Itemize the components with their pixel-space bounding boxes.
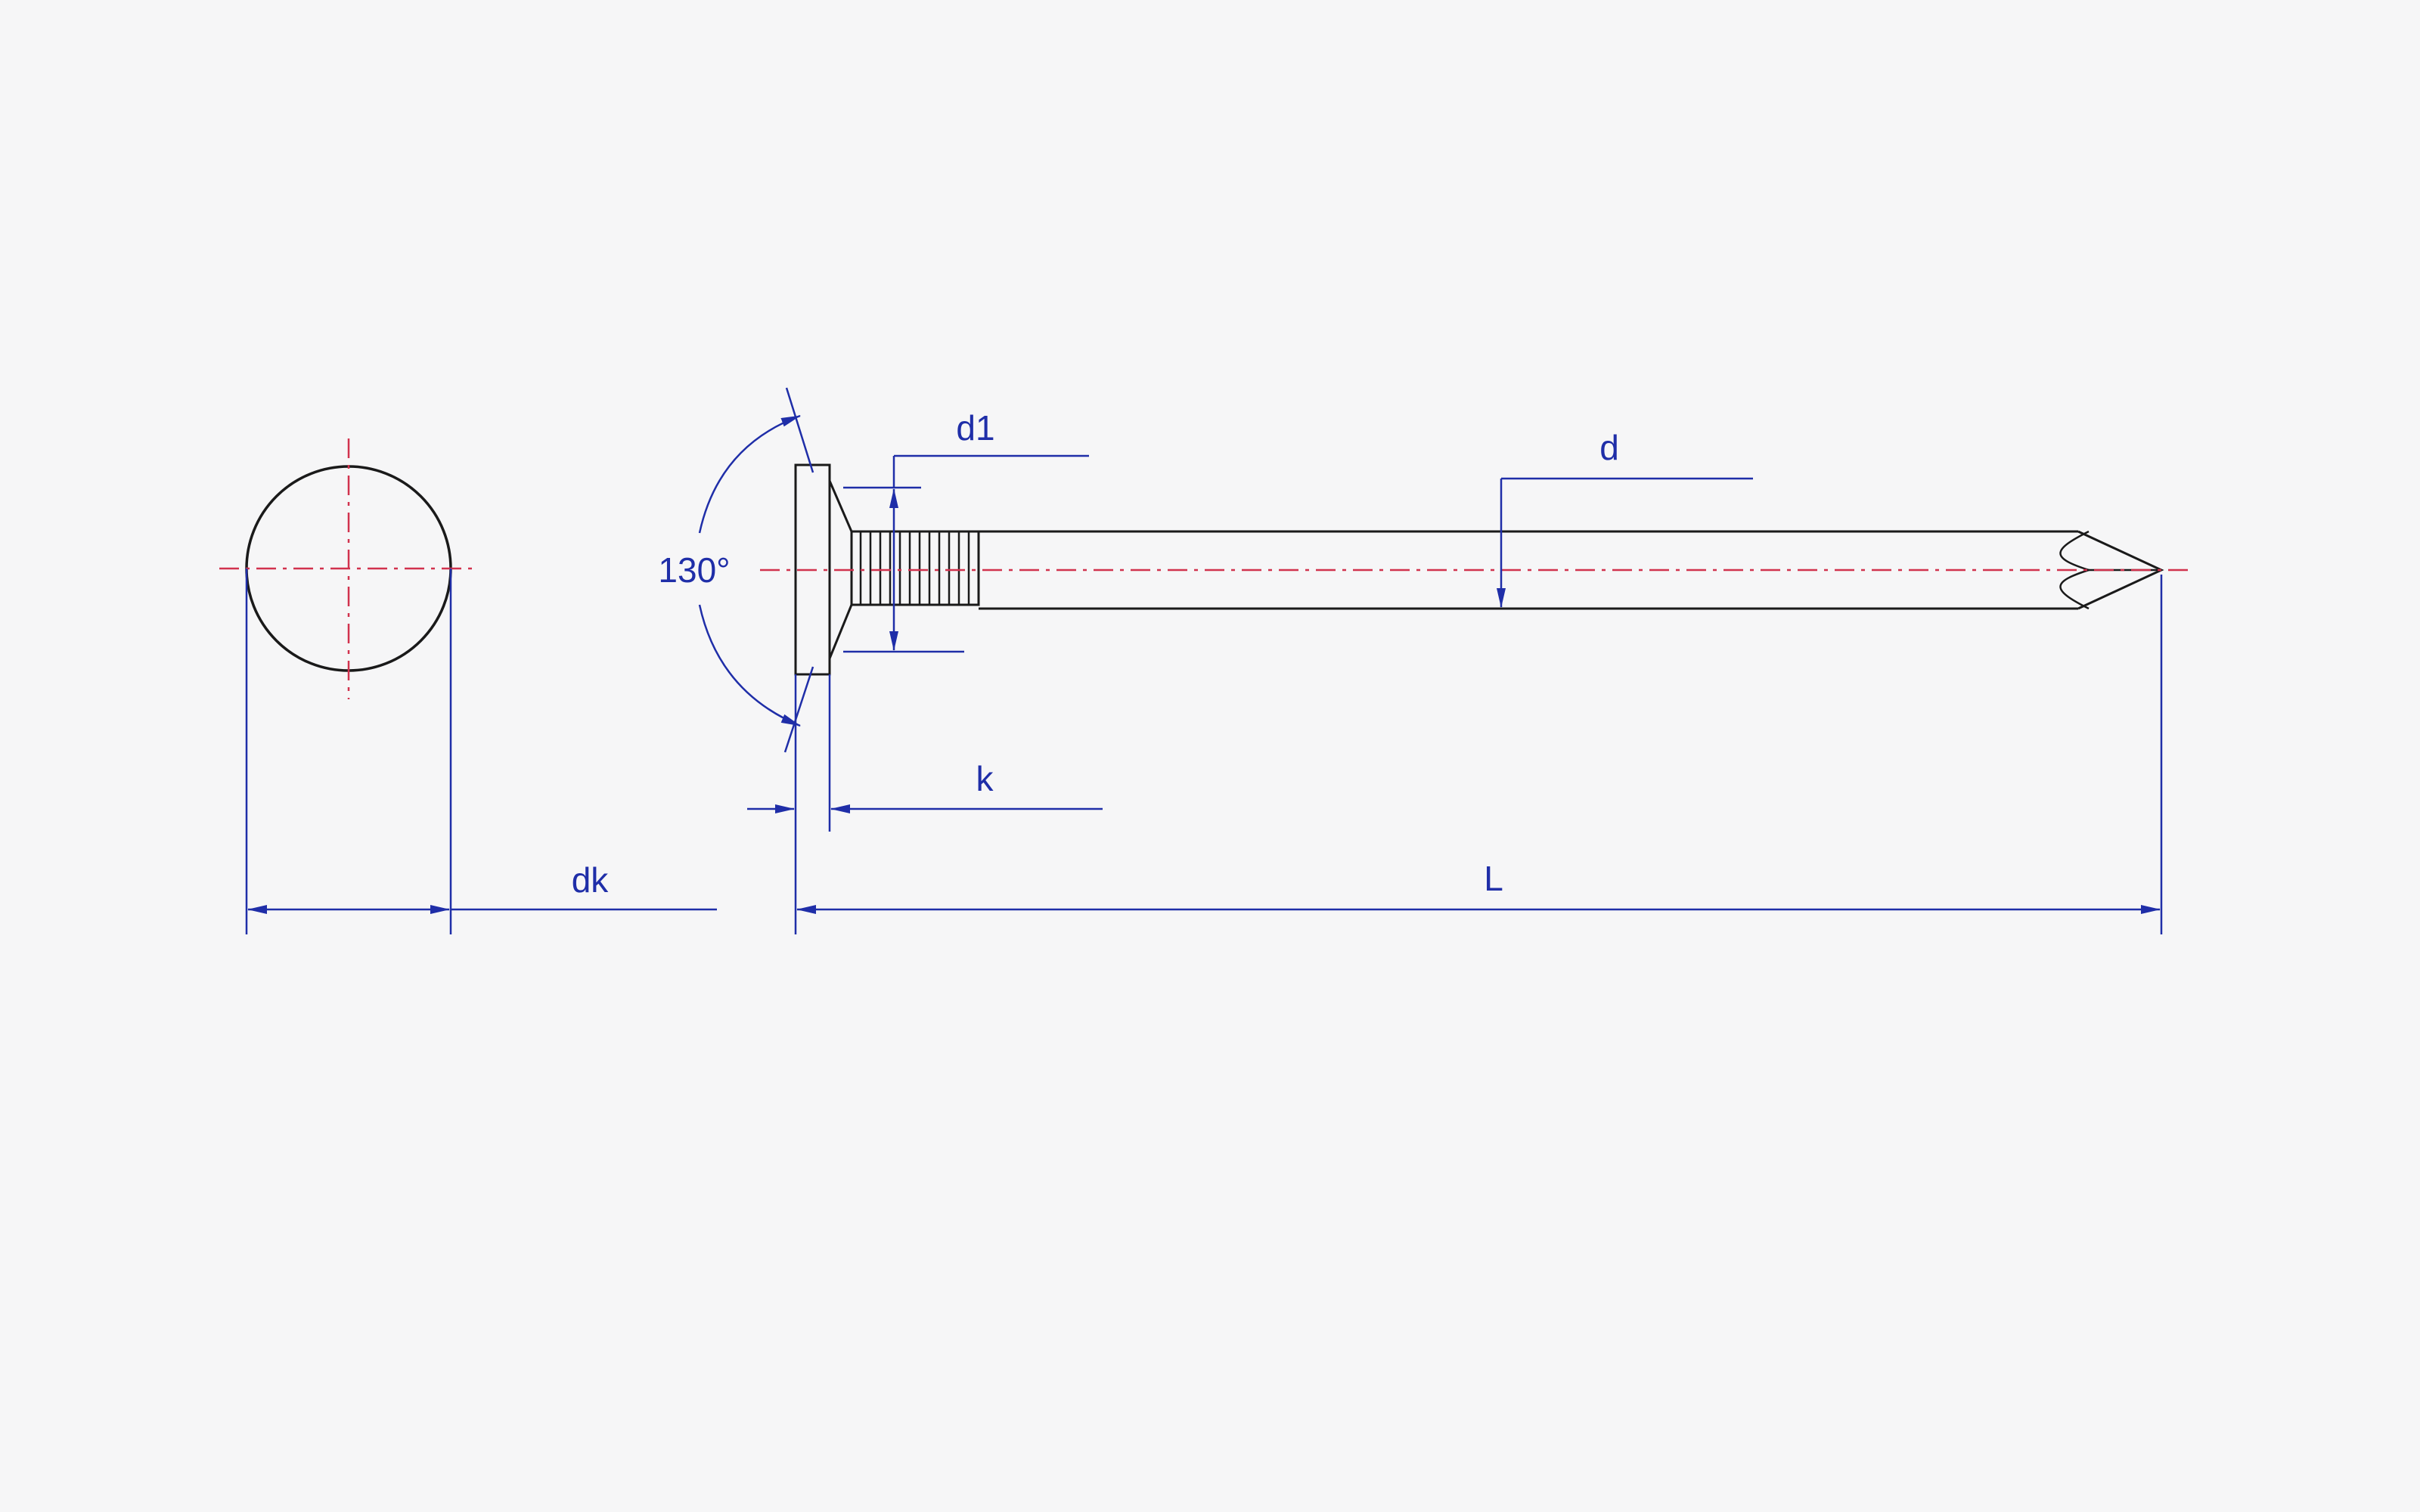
- ring-shank-section: [850, 530, 980, 606]
- dk-label: dk: [572, 860, 610, 900]
- d-label: d: [1599, 428, 1619, 467]
- nail-head: [794, 463, 831, 676]
- k-dimension: k: [747, 674, 1103, 934]
- k-label: k: [976, 759, 994, 798]
- d-dimension: d: [1497, 428, 1753, 608]
- angle-extension-top: [785, 387, 814, 473]
- nail-side-view: [794, 463, 2164, 676]
- d1-dimension: d1: [843, 408, 1089, 653]
- angle-dimension: 130°: [658, 387, 814, 753]
- dk-dimension: dk: [245, 569, 717, 934]
- angle-label: 130°: [658, 550, 730, 590]
- d1-label: d1: [956, 408, 994, 448]
- L-label: L: [1484, 859, 1503, 898]
- angle-extension-bottom: [783, 666, 814, 753]
- angle-arc-top: [698, 414, 801, 534]
- angle-arc-bottom: [698, 604, 801, 727]
- L-dimension: L: [796, 575, 2163, 934]
